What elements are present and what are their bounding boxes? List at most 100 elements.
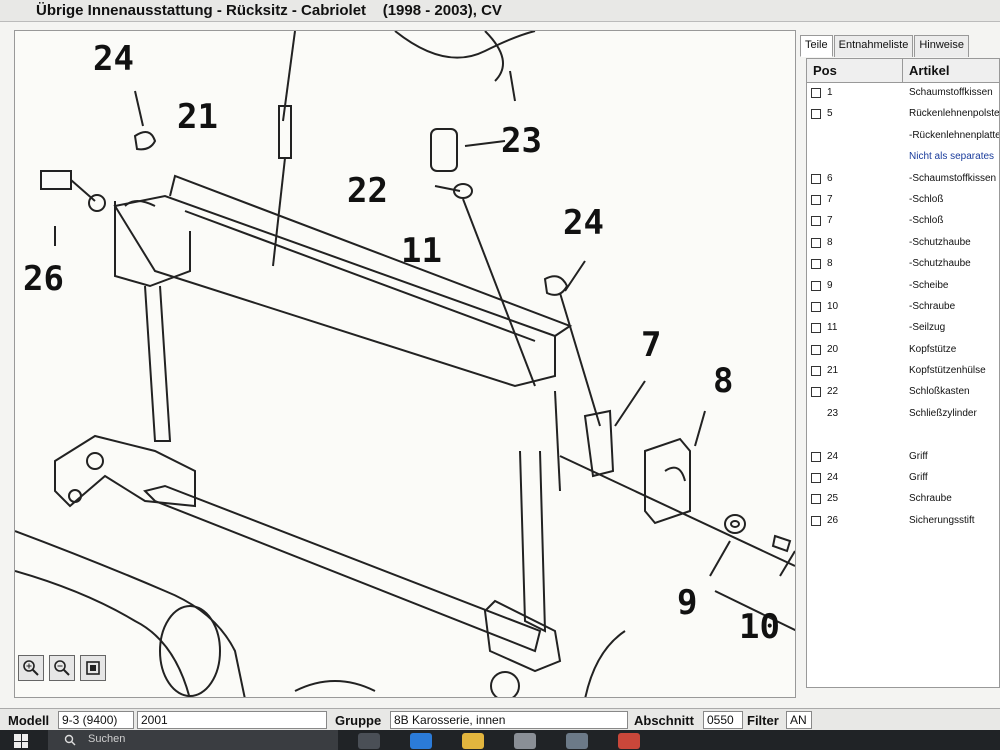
app-icon[interactable] — [566, 733, 588, 749]
row-pos: 20 — [827, 343, 839, 355]
row-checkbox[interactable] — [811, 473, 821, 484]
row-pos: 1 — [827, 87, 833, 98]
table-row[interactable]: 6-Schaumstoffkissen — [807, 169, 999, 190]
windows-start-icon[interactable] — [14, 734, 28, 748]
fit-view-button[interactable] — [80, 655, 106, 681]
row-checkbox[interactable] — [811, 344, 821, 355]
exploded-parts-diagram[interactable]: 24 21 23 22 26 11 24 7 8 9 10 — [14, 30, 796, 698]
callout-26[interactable]: 26 — [23, 259, 64, 299]
row-artikel: -Schraube — [909, 300, 956, 312]
row-artikel: -Scheibe — [909, 279, 949, 291]
row-checkbox[interactable] — [811, 237, 821, 248]
row-checkbox[interactable] — [811, 109, 821, 120]
abschnitt-field[interactable]: 0550 — [703, 711, 743, 729]
column-header-pos[interactable]: Pos — [807, 59, 903, 82]
row-pos: 24 — [827, 450, 839, 462]
row-artikel: -Schloß — [909, 215, 944, 227]
callout-23[interactable]: 23 — [501, 121, 542, 161]
row-pos: 6 — [827, 172, 833, 184]
row-checkbox[interactable] — [811, 301, 821, 312]
row-checkbox[interactable] — [811, 280, 821, 291]
row-pos: 10 — [827, 300, 839, 312]
table-row[interactable]: 11-Seilzug — [807, 318, 999, 339]
callout-8[interactable]: 8 — [713, 361, 734, 401]
tab-entnahmeliste[interactable]: Entnahmeliste — [833, 35, 914, 57]
callout-24-right[interactable]: 24 — [563, 203, 604, 243]
row-checkbox[interactable] — [811, 216, 821, 227]
zoom-out-icon — [54, 660, 70, 676]
table-row[interactable]: 7-Schloß — [807, 190, 999, 211]
gruppe-field[interactable]: 8B Karosserie, innen — [390, 711, 628, 729]
row-artikel: Kopfstütze — [909, 343, 957, 355]
row-checkbox[interactable] — [811, 366, 821, 377]
row-artikel: Schließzylinder — [909, 407, 977, 419]
callout-9[interactable]: 9 — [677, 583, 698, 623]
table-row[interactable]: 10 -Schraube — [807, 297, 999, 318]
zoom-in-button[interactable] — [18, 655, 44, 681]
row-pos: 23 — [827, 407, 839, 419]
tab-teile[interactable]: Teile — [800, 35, 833, 57]
row-checkbox[interactable] — [811, 88, 821, 98]
table-row[interactable]: 23 Schließzylinder — [807, 404, 999, 425]
table-row[interactable]: -Rückenlehnenplatte — [807, 126, 999, 147]
callout-24-left[interactable]: 24 — [93, 39, 134, 79]
fit-view-icon — [86, 661, 100, 675]
diagram-drawing — [15, 31, 795, 697]
year-field[interactable]: 2001 — [137, 711, 327, 729]
filter-label: Filter — [747, 713, 779, 728]
table-row[interactable]: 20 Kopfstütze — [807, 340, 999, 361]
search-icon — [64, 734, 76, 746]
row-checkbox[interactable] — [811, 451, 821, 462]
column-header-artikel[interactable]: Artikel — [909, 63, 950, 78]
task-view-icon[interactable] — [358, 733, 380, 749]
table-row[interactable]: 8-Schutzhaube — [807, 233, 999, 254]
row-checkbox[interactable] — [811, 323, 821, 334]
table-row[interactable]: 7-Schloß — [807, 211, 999, 232]
row-pos: 9 — [827, 279, 833, 291]
row-checkbox[interactable] — [811, 173, 821, 184]
row-checkbox[interactable] — [811, 387, 821, 398]
row-pos: 7 — [827, 193, 833, 205]
table-row[interactable]: 8-Schutzhaube — [807, 254, 999, 275]
catalog-app-icon[interactable] — [618, 733, 640, 749]
callout-21[interactable]: 21 — [177, 97, 218, 137]
edge-browser-icon[interactable] — [410, 733, 432, 749]
row-pos: 22 — [827, 386, 839, 398]
row-checkbox[interactable] — [811, 515, 821, 526]
row-artikel: Sicherungsstift — [909, 514, 975, 526]
zoom-out-button[interactable] — [49, 655, 75, 681]
file-explorer-icon[interactable] — [462, 733, 484, 749]
row-checkbox[interactable] — [811, 494, 821, 505]
side-tabs: Teile Entnahmeliste Hinweise — [800, 35, 970, 57]
row-artikel: -Rückenlehnenplatte — [909, 129, 1000, 141]
row-pos: 8 — [827, 236, 833, 248]
search-placeholder: Suchen — [88, 733, 126, 745]
callout-10[interactable]: 10 — [739, 607, 780, 647]
store-icon[interactable] — [514, 733, 536, 749]
table-row[interactable]: Nicht als separates — [807, 147, 999, 168]
taskbar-search-input[interactable]: Suchen — [48, 730, 338, 750]
row-artikel: Nicht als separates — [909, 151, 995, 163]
row-artikel: Rückenlehnenpolster — [909, 108, 1000, 120]
callout-11[interactable]: 11 — [401, 231, 442, 271]
callout-22[interactable]: 22 — [347, 171, 388, 211]
row-pos: 21 — [827, 365, 839, 377]
row-checkbox[interactable] — [811, 194, 821, 205]
tab-hinweise[interactable]: Hinweise — [914, 35, 969, 57]
table-row[interactable] — [807, 425, 999, 446]
abschnitt-label: Abschnitt — [634, 713, 694, 728]
table-row[interactable]: 9 -Scheibe — [807, 276, 999, 297]
filter-field[interactable]: AN — [786, 711, 812, 729]
row-checkbox[interactable] — [811, 259, 821, 270]
modell-field[interactable]: 9-3 (9400) — [58, 711, 134, 729]
callout-7[interactable]: 7 — [641, 325, 662, 365]
